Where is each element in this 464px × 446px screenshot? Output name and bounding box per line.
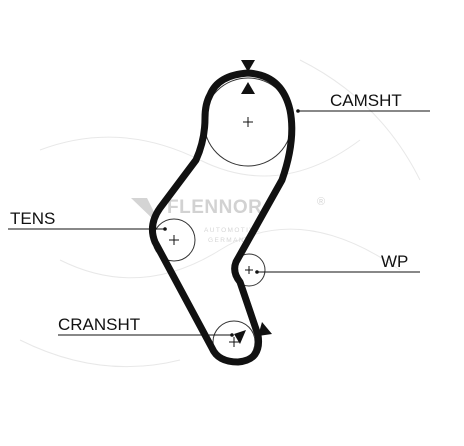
- watermark-brand: FLENNOR: [167, 197, 262, 218]
- center-cross-icon: [243, 117, 253, 127]
- camshaft-label: CAMSHT: [330, 91, 402, 110]
- center-cross-icon: [229, 337, 239, 347]
- tensioner-label: TENS: [10, 209, 55, 228]
- timing-mark-top-icon: [241, 60, 255, 94]
- watermark-line2: GERMANY: [208, 237, 251, 244]
- watermark-line1: AUTOMOTIVE: [204, 227, 261, 234]
- crankshaft-label: CRANSHT: [58, 315, 140, 334]
- watermark-registered: ®: [317, 196, 327, 208]
- timing-mark-crank-inner-icon: [234, 330, 246, 344]
- water-pump-label: WP: [381, 252, 408, 271]
- background-sketch: [19, 59, 421, 368]
- center-cross-icon: [245, 266, 253, 274]
- timing-mark-crank-icon: [258, 322, 272, 336]
- timing-belt: [148, 69, 296, 366]
- center-cross-icon: [169, 235, 179, 245]
